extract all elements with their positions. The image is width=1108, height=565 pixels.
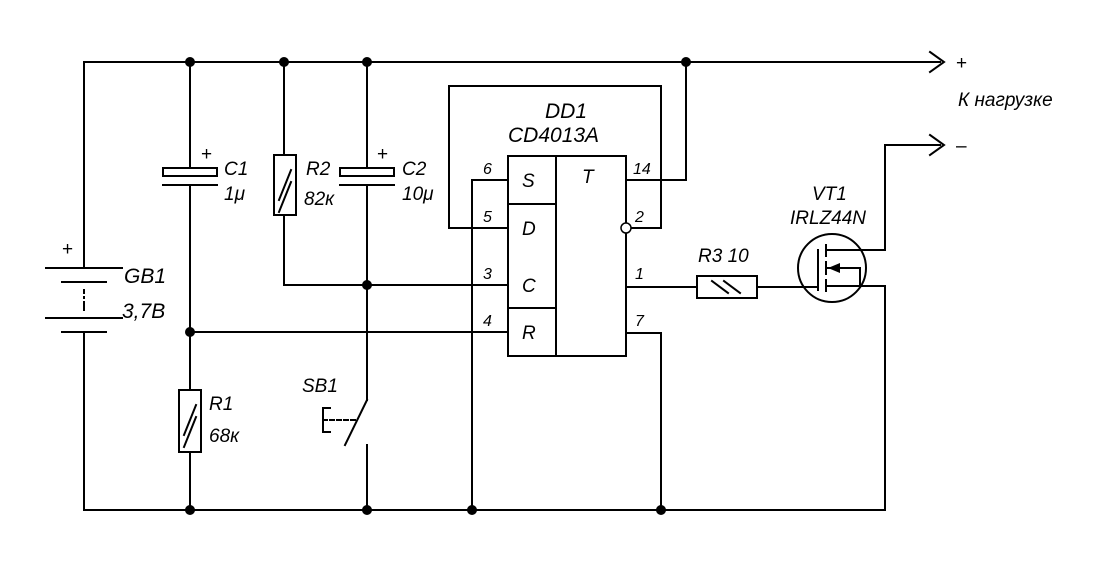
junction-dots [185,57,691,515]
battery-value: 3,7В [122,300,165,323]
resistor-r1: R1 68к [178,389,240,453]
r1-name: R1 [209,394,233,415]
dd1-pin-3: 3 [483,266,492,283]
resistor-r2: R2 82к [273,154,335,216]
mosfet-vt1: VT1 IRLZ44N [790,184,867,303]
dd1-pin-7: 7 [635,313,645,330]
dd1-output-t: T [582,167,595,188]
r1-value: 68к [209,426,240,447]
dd1-name: DD1 [545,100,587,123]
wires [83,61,941,511]
c1-plus: + [201,144,212,165]
load-plus: + [956,53,967,74]
dd1-pin-14: 14 [633,161,651,178]
dd1-pin-5: 5 [483,209,492,226]
r2-name: R2 [306,159,331,180]
dd1-type: CD4013A [508,124,599,147]
battery-gb1: + GB1 3,7В [45,239,166,333]
dd1-input-c: C [522,276,536,297]
dd1-pin-1: 1 [635,266,644,283]
pushbutton-sb1: SB1 [302,376,369,447]
battery-name: GB1 [124,265,166,288]
ic-dd1: DD1 CD4013A S D C R T 6 5 3 4 14 2 1 7 [483,100,651,357]
vt1-type: IRLZ44N [790,208,866,229]
battery-plus: + [62,239,73,260]
dd1-input-d: D [522,219,536,240]
capacitor-c1: + C1 1μ [162,144,248,205]
dd1-pin-2: 2 [634,209,644,226]
dd1-pin-6: 6 [483,161,492,178]
r2-value: 82к [304,189,335,210]
c2-plus: + [377,144,388,165]
c1-value: 1μ [224,184,246,205]
resistor-r3: R3 10 [696,246,758,299]
sb1-name: SB1 [302,376,338,397]
load-outputs: + – К нагрузке [928,50,1053,157]
vt1-name: VT1 [812,184,847,205]
load-label: К нагрузке [958,90,1053,111]
capacitor-c2: + C2 10μ [339,144,434,205]
dd1-input-r: R [522,323,536,344]
c1-name: C1 [224,159,248,180]
load-minus: – [956,136,967,157]
dd1-input-s: S [522,171,535,192]
dd1-pin-4: 4 [483,313,492,330]
c2-value: 10μ [402,184,434,205]
c2-name: C2 [402,159,427,180]
r3-name: R3 10 [698,246,749,267]
